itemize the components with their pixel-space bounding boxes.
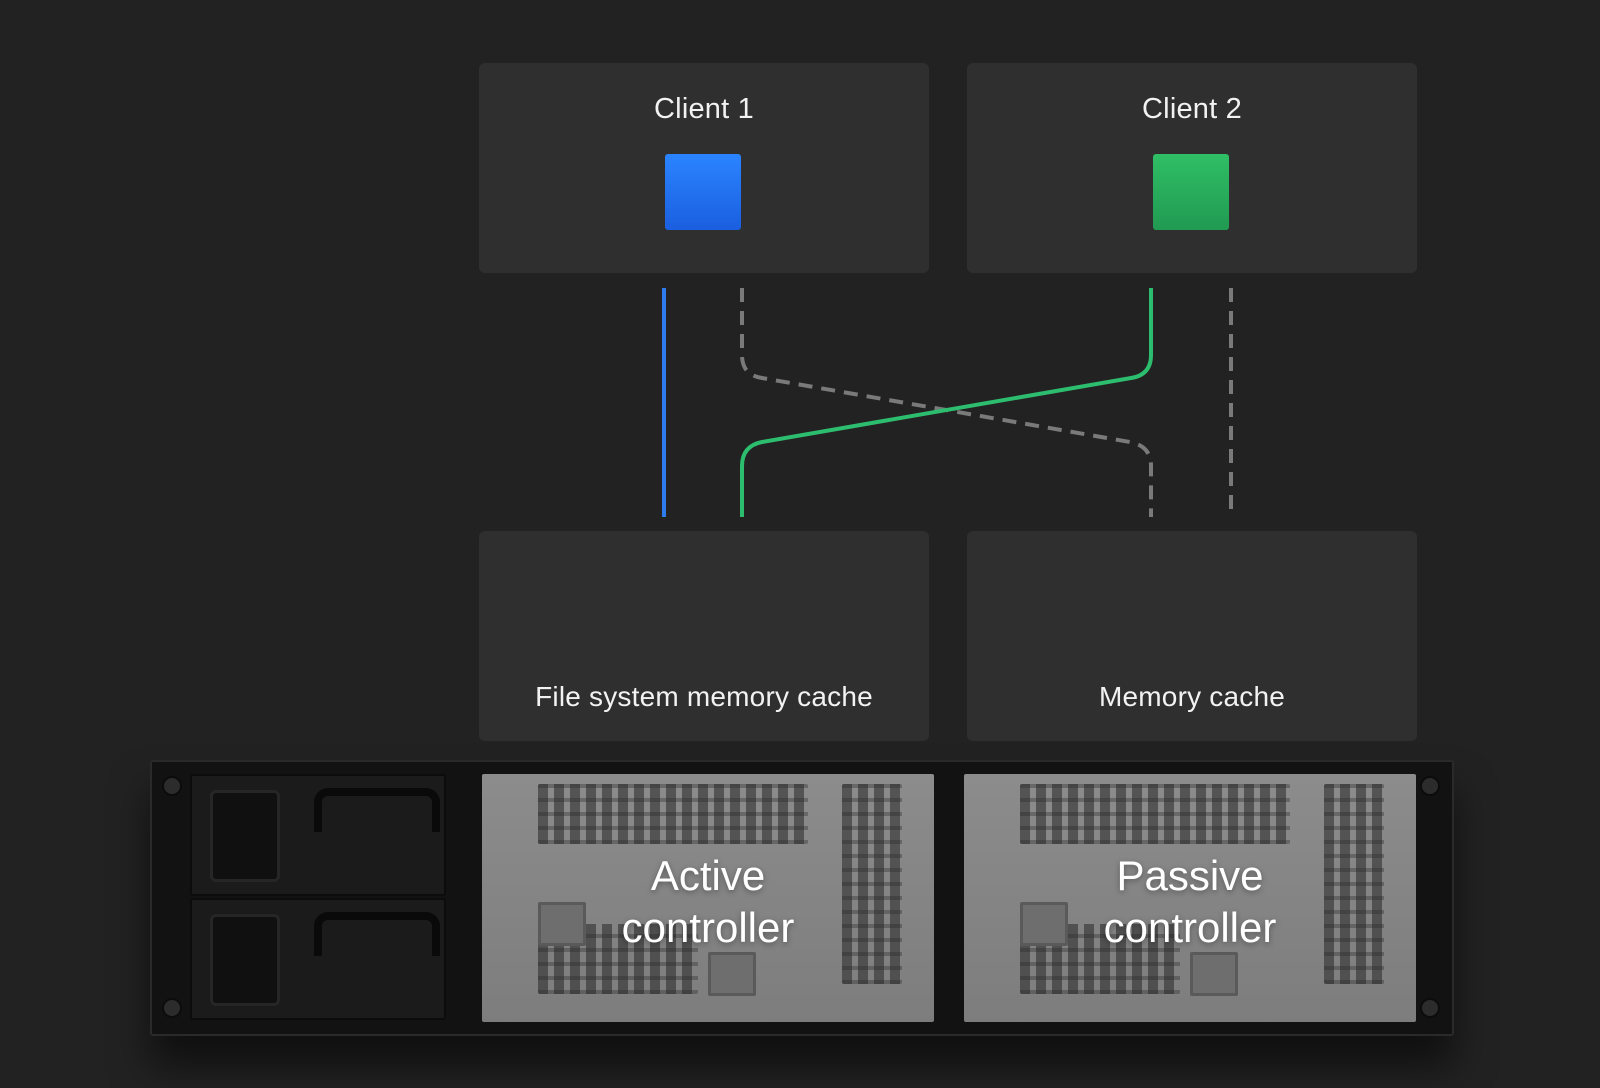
client-2-title: Client 2 [1142,93,1242,125]
passive-controller-label-line1: Passive [1116,852,1264,899]
power-supply-bottom [190,898,446,1020]
active-controller: Active controller [482,774,934,1022]
ethernet-port-icon [1020,902,1068,946]
screw-icon [162,776,182,796]
active-controller-label: Active controller [482,850,934,954]
screw-icon [1420,998,1440,1018]
power-supply-top [190,774,446,896]
psu-handle-icon [314,788,440,832]
psu-handle-icon [314,912,440,956]
file-system-cache-panel: File system memory cache [479,531,929,741]
client-2-panel: Client 2 [967,63,1417,273]
screw-icon [162,998,182,1018]
passive-controller-label-line2: controller [1103,904,1277,951]
active-controller-label-line2: controller [621,904,795,951]
file-system-cache-label: File system memory cache [535,681,873,712]
power-socket-icon [210,914,280,1006]
client-1-title: Client 1 [654,93,754,125]
vent-grid [1324,784,1384,984]
power-socket-icon [210,790,280,882]
passive-controller: Passive controller [964,774,1416,1022]
memory-cache-panel: Memory cache [967,531,1417,741]
client-2-marker [1153,154,1229,230]
passive-controller-label: Passive controller [964,850,1416,954]
client1-standby-line [740,288,1153,517]
ethernet-port-icon [708,952,756,996]
ethernet-port-icon [538,902,586,946]
memory-cache-label: Memory cache [1098,681,1285,712]
client2-to-cache1-line [740,288,1153,517]
server-chassis: Active controller Passive controller [150,760,1454,1036]
vent-grid [842,784,902,984]
ethernet-port-icon [1190,952,1238,996]
client-1-panel: Client 1 [479,63,929,273]
screw-icon [1420,776,1440,796]
client-1-marker [665,154,741,230]
active-controller-label-line1: Active [650,852,766,899]
vent-grid [538,784,808,844]
vent-grid [1020,784,1290,844]
